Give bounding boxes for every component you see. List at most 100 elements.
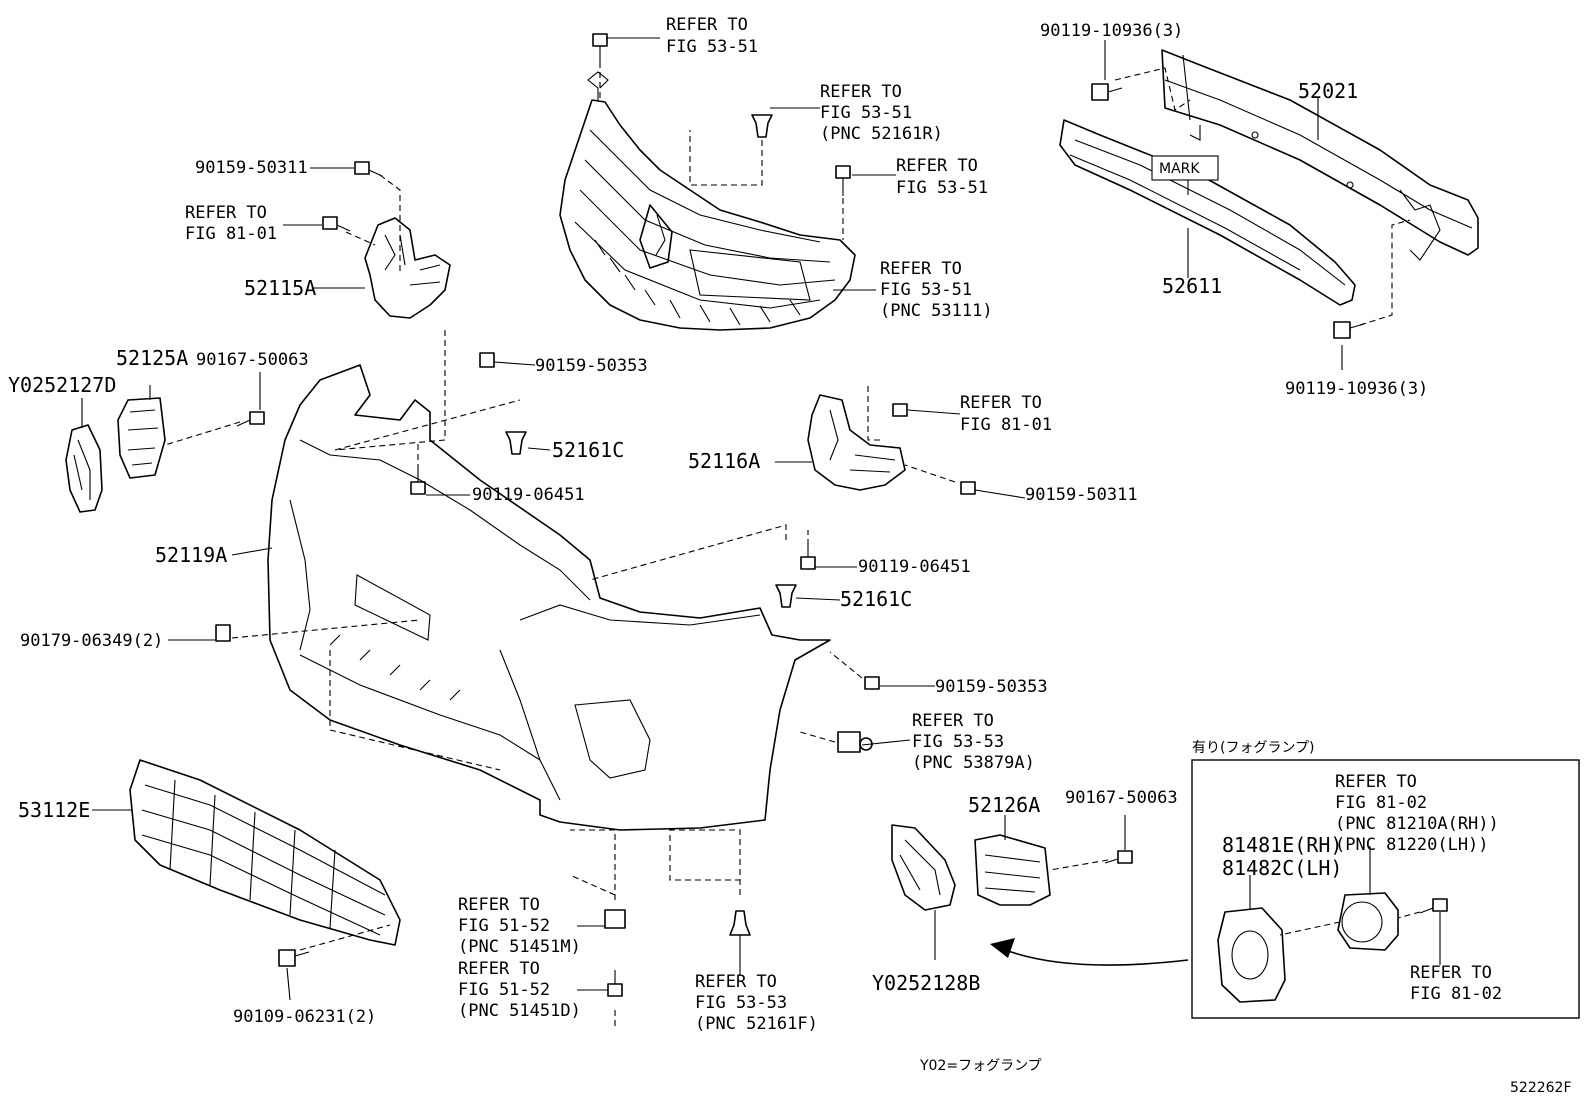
label-90109-06231: 90109-06231(2)	[233, 1007, 376, 1027]
clip-icon	[751, 114, 773, 138]
label-refer-81-02-screw-line2: FIG 81-02	[1410, 984, 1502, 1004]
label-90119-06451-top: 90119-06451	[472, 485, 585, 505]
label-refer-81-02-lamp-line1: REFER TO	[1335, 772, 1417, 792]
labels: REFER TO FIG 53-51 REFER TO FIG 53-51 (P…	[8, 15, 1572, 1096]
bolt-icon	[1104, 850, 1133, 864]
leader-lines	[81, 37, 1441, 1001]
label-refer-53-53-right-line1: REFER TO	[912, 711, 994, 731]
svg-text:FIG 53-51: FIG 53-51	[666, 37, 758, 57]
label-refer-53-53-right-line3: (PNC 53879A)	[912, 753, 1035, 773]
label-refer-53-53-bottom-line3: (PNC 52161F)	[695, 1014, 818, 1034]
label-refer-81-01-right-line1: REFER TO	[960, 393, 1042, 413]
label-refer-grille-line1: REFER TO	[880, 259, 962, 279]
fog-lamp-option-box	[1191, 759, 1580, 1019]
footnote: Y02=フォグランプ	[919, 1058, 1042, 1074]
label-refer-81-02-screw-line1: REFER TO	[1410, 963, 1492, 983]
fasteners	[215, 33, 1448, 997]
label-90119-10936-bottom: 90119-10936(3)	[1285, 379, 1428, 399]
label-52611: 52611	[1162, 274, 1222, 298]
bolt-icon	[1091, 83, 1123, 101]
label-52161C-top: 52161C	[552, 438, 624, 462]
label-52115A: 52115A	[244, 276, 316, 300]
label-refer-81-02-lamp-line4: (PNC 81220(LH))	[1335, 835, 1489, 855]
fog-lamp-cover-drawing	[1217, 907, 1286, 1003]
label-refer-51-52-b-line3: (PNC 51451D)	[458, 1001, 581, 1021]
fog-arrow	[990, 938, 1189, 966]
label-90159-50353-top: 90159-50353	[535, 356, 648, 376]
bolt-icon	[410, 468, 426, 495]
bumper-reinforcement-drawing	[1161, 49, 1479, 261]
fog-lamp-drawing	[1337, 892, 1399, 951]
bolt-icon	[278, 949, 310, 967]
label-refer-81-01-left-line2: FIG 81-01	[185, 224, 277, 244]
label-52116A: 52116A	[688, 449, 760, 473]
label-mark: MARK	[1159, 161, 1200, 177]
label-refer-81-01-right-line2: FIG 81-01	[960, 415, 1052, 435]
energy-absorber-drawing	[1059, 119, 1356, 306]
assembly-lines	[164, 62, 1421, 1030]
bracket-52116A-drawing	[807, 394, 906, 491]
bolt-icon	[236, 411, 265, 427]
lower-grille-drawing	[129, 759, 401, 946]
label-52161C-right: 52161C	[840, 587, 912, 611]
label-Y0252127D: Y0252127D	[8, 373, 116, 397]
label-refer-clip-line1: REFER TO	[820, 82, 902, 102]
bolt-icon	[1333, 321, 1365, 339]
bolt-icon	[607, 970, 623, 997]
label-90159-50353-right: 90159-50353	[935, 677, 1048, 697]
label-refer-clip-line2: FIG 53-51	[820, 103, 912, 123]
bolt-icon	[354, 161, 383, 177]
label-refer-51-52-a-line3: (PNC 51451M)	[458, 937, 581, 957]
label-90119-06451-right: 90119-06451	[858, 557, 971, 577]
diagram-code: 522262F	[1510, 1080, 1572, 1096]
label-refer-81-02-lamp-line2: FIG 81-02	[1335, 793, 1427, 813]
clip-icon	[775, 584, 797, 608]
label-90119-10936-top: 90119-10936(3)	[1040, 21, 1183, 41]
label-refer-53-53-bottom-line2: FIG 53-53	[695, 993, 787, 1013]
fog-cover-Y0252127D-drawing	[65, 424, 103, 513]
bolt-icon	[1419, 898, 1448, 914]
clip-icon	[604, 909, 626, 929]
clip-icon	[729, 910, 751, 936]
label-52125A: 52125A	[116, 346, 188, 370]
label-90159-50311-top: 90159-50311	[195, 158, 308, 178]
bolt-icon	[835, 165, 851, 196]
label-90167-50063-right: 90167-50063	[1065, 788, 1178, 808]
mark-box	[1151, 155, 1219, 181]
label-refer-53-51-top-line2: FIG 53-51	[666, 37, 758, 57]
label-refer-53-53-bottom-line1: REFER TO	[695, 972, 777, 992]
label-90159-50311-right: 90159-50311	[1025, 485, 1138, 505]
label-90179-06349: 90179-06349(2)	[20, 631, 163, 651]
label-refer-grille-line2: FIG 53-51	[880, 280, 972, 300]
label-52021: 52021	[1298, 79, 1358, 103]
label-refer-51-52-a-line1: REFER TO	[458, 895, 540, 915]
label-refer-81-01-left-line1: REFER TO	[185, 203, 267, 223]
fog-bezel-Y0252128B-drawing	[891, 824, 956, 911]
bolt-icon	[322, 216, 351, 232]
label-refer-mid-line2: FIG 53-51	[896, 178, 988, 198]
label-refer-51-52-b-line1: REFER TO	[458, 959, 540, 979]
bolt-icon	[800, 543, 816, 570]
label-90167-50063-left: 90167-50063	[196, 350, 309, 370]
bolt-icon	[592, 33, 608, 62]
label-refer-51-52-a-line2: FIG 51-52	[458, 916, 550, 936]
bracket-52125A-drawing	[117, 397, 166, 479]
label-Y0252128B: Y0252128B	[872, 971, 980, 995]
label-refer-clip-line3: (PNC 52161R)	[820, 124, 943, 144]
bolt-icon	[864, 676, 880, 690]
fog-box-title: 有り(フォグランプ)	[1192, 740, 1315, 756]
clip-icon	[215, 624, 231, 642]
label-refer-grille-line3: (PNC 53111)	[880, 301, 993, 321]
label-81481E: 81481E(RH)	[1222, 833, 1342, 857]
label-52119A: 52119A	[155, 543, 227, 567]
label-refer-51-52-b-line2: FIG 51-52	[458, 980, 550, 1000]
bolt-icon	[960, 481, 976, 495]
clip-icon	[505, 431, 527, 455]
upper-grille-drawing	[559, 71, 856, 331]
label-refer-mid-line1: REFER TO	[896, 156, 978, 176]
label-53112E: 53112E	[18, 798, 90, 822]
bolt-icon	[479, 352, 495, 368]
bracket-52115A-drawing	[364, 217, 451, 319]
label-refer-81-02-lamp-line3: (PNC 81210A(RH))	[1335, 814, 1499, 834]
